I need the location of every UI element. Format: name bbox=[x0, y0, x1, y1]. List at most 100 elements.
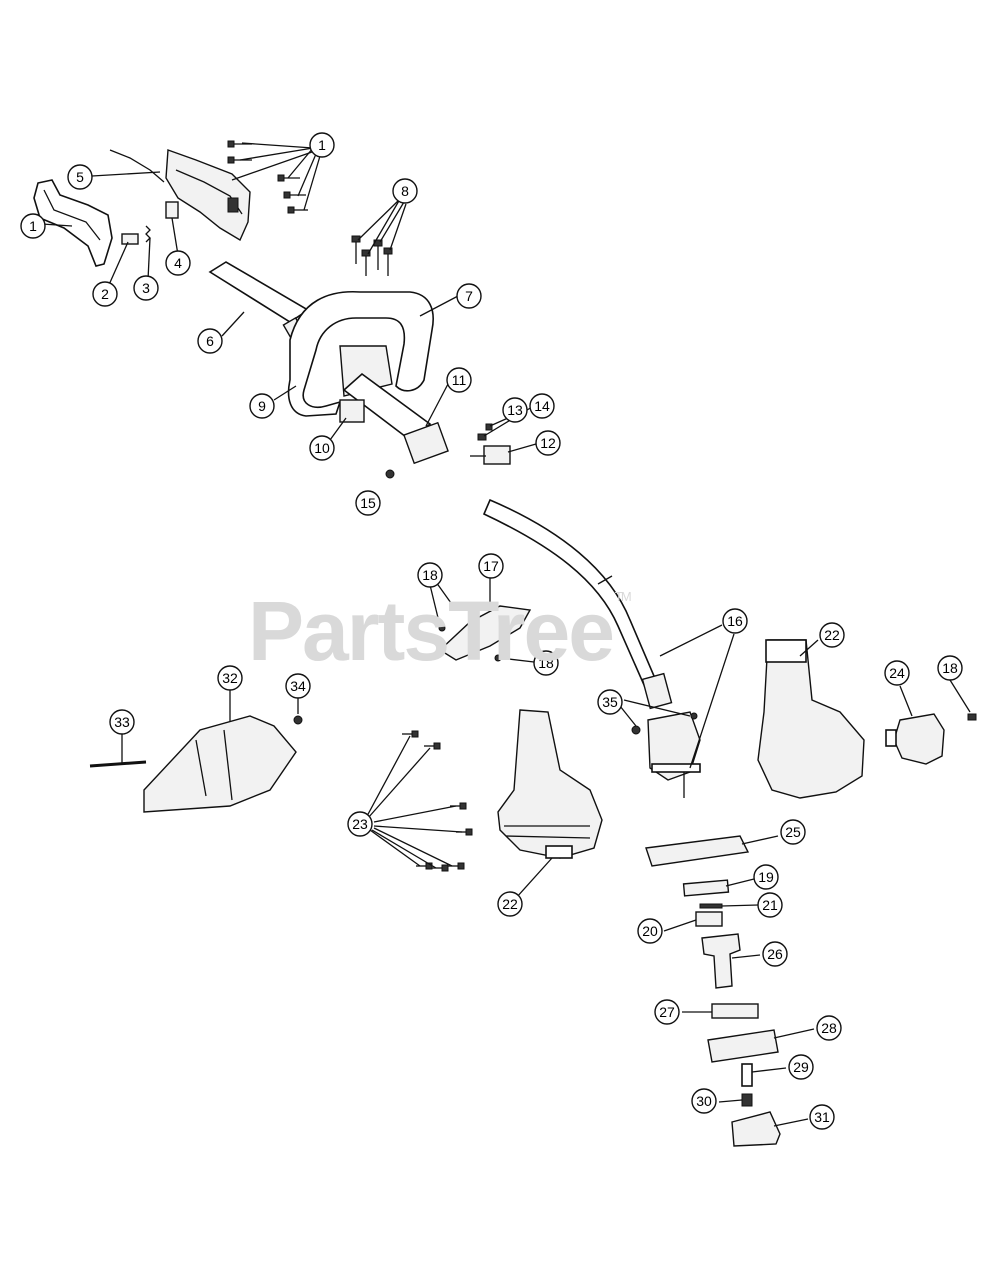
callout-19[interactable]: 19 bbox=[753, 864, 779, 890]
callout-label: 31 bbox=[814, 1109, 830, 1125]
callout-label: 33 bbox=[114, 714, 130, 730]
callout-32[interactable]: 32 bbox=[217, 665, 243, 691]
upper-handle-half-right bbox=[165, 149, 251, 242]
callout-7[interactable]: 7 bbox=[456, 283, 482, 309]
spring-29-part bbox=[741, 1063, 753, 1087]
screw-group-8 bbox=[351, 235, 393, 276]
callout-23[interactable]: 23 bbox=[347, 811, 373, 837]
callout-26[interactable]: 26 bbox=[762, 941, 788, 967]
callout-label: 21 bbox=[762, 897, 778, 913]
lower-tube bbox=[342, 372, 432, 442]
callout-label: 32 bbox=[222, 670, 238, 686]
callout-label: 16 bbox=[727, 613, 743, 629]
callout-label: 27 bbox=[659, 1004, 675, 1020]
callout-18-left[interactable]: 18 bbox=[417, 562, 443, 588]
curved-shaft bbox=[482, 498, 662, 695]
callout-label: 15 bbox=[360, 495, 376, 511]
callout-16[interactable]: 16 bbox=[722, 608, 748, 634]
callout-17[interactable]: 17 bbox=[478, 553, 504, 579]
callout-13[interactable]: 13 bbox=[502, 397, 528, 423]
callout-18-mid[interactable]: 18 bbox=[533, 650, 559, 676]
callout-label: 11 bbox=[452, 372, 467, 388]
callout-label: 5 bbox=[76, 169, 84, 185]
callout-1-upper[interactable]: 1 bbox=[309, 132, 335, 158]
callout-label: 29 bbox=[793, 1059, 809, 1075]
callout-label: 4 bbox=[174, 255, 182, 271]
callout-label: 34 bbox=[290, 678, 306, 694]
callouts: 1 1 2 3 4 5 6 7 8 9 10 11 12 13 14 15 16… bbox=[20, 132, 963, 1130]
callout-2[interactable]: 2 bbox=[92, 281, 118, 307]
callout-label: 20 bbox=[642, 923, 658, 939]
callout-label: 30 bbox=[696, 1093, 712, 1109]
callout-15[interactable]: 15 bbox=[355, 490, 381, 516]
callout-label: 10 bbox=[314, 440, 330, 456]
callout-1-left[interactable]: 1 bbox=[20, 213, 46, 239]
spool-washer-part bbox=[711, 1003, 759, 1019]
callout-label: 26 bbox=[767, 946, 783, 962]
clamp-part bbox=[339, 399, 365, 423]
callout-label: 6 bbox=[206, 333, 214, 349]
callout-6[interactable]: 6 bbox=[197, 328, 223, 354]
callout-4[interactable]: 4 bbox=[165, 250, 191, 276]
part-drawings bbox=[33, 140, 977, 1147]
callout-label: 18 bbox=[538, 655, 554, 671]
callout-label: 7 bbox=[465, 288, 473, 304]
callout-11[interactable]: 11 bbox=[446, 367, 472, 393]
callout-30[interactable]: 30 bbox=[691, 1088, 717, 1114]
spring-part bbox=[145, 225, 151, 243]
callout-label: 8 bbox=[401, 183, 409, 199]
callout-20[interactable]: 20 bbox=[637, 918, 663, 944]
callout-8[interactable]: 8 bbox=[392, 178, 418, 204]
callout-label: 13 bbox=[507, 402, 523, 418]
wire-part bbox=[109, 149, 165, 183]
screw-group-23 bbox=[402, 730, 473, 872]
callout-label: 12 bbox=[540, 435, 556, 451]
callout-label: 17 bbox=[483, 558, 499, 574]
callout-35[interactable]: 35 bbox=[597, 689, 623, 715]
callout-27[interactable]: 27 bbox=[654, 999, 680, 1025]
shaft-coupler bbox=[641, 672, 673, 710]
washer-part bbox=[699, 903, 723, 909]
callout-34[interactable]: 34 bbox=[285, 673, 311, 699]
callout-label: 22 bbox=[502, 896, 518, 912]
callout-25[interactable]: 25 bbox=[780, 819, 806, 845]
shield-guard bbox=[143, 715, 297, 813]
callout-5[interactable]: 5 bbox=[67, 164, 93, 190]
callout-label: 18 bbox=[942, 660, 958, 676]
spacer-part bbox=[682, 879, 730, 897]
callout-label: 23 bbox=[352, 816, 368, 832]
callout-18-right[interactable]: 18 bbox=[937, 655, 963, 681]
callout-28[interactable]: 28 bbox=[816, 1015, 842, 1041]
callout-29[interactable]: 29 bbox=[788, 1054, 814, 1080]
guard-rod bbox=[89, 760, 147, 768]
callout-31[interactable]: 31 bbox=[809, 1104, 835, 1130]
motor-housing-right bbox=[757, 639, 865, 799]
callout-label: 18 bbox=[422, 567, 438, 583]
spool-shaft-part bbox=[701, 933, 741, 989]
callout-22-center[interactable]: 22 bbox=[497, 891, 523, 917]
callout-33[interactable]: 33 bbox=[109, 709, 135, 735]
callout-12[interactable]: 12 bbox=[535, 430, 561, 456]
cover-part bbox=[645, 835, 750, 867]
knob-part bbox=[483, 445, 511, 465]
motor-housing-left bbox=[497, 709, 603, 859]
cap-part bbox=[731, 1111, 781, 1147]
guard-clip bbox=[438, 605, 532, 661]
callout-label: 19 bbox=[758, 869, 774, 885]
callout-22-right[interactable]: 22 bbox=[819, 622, 845, 648]
upper-tube bbox=[208, 261, 310, 323]
callout-24[interactable]: 24 bbox=[884, 660, 910, 686]
callout-label: 24 bbox=[889, 665, 905, 681]
callout-9[interactable]: 9 bbox=[249, 393, 275, 419]
assist-handle bbox=[287, 290, 434, 417]
callout-label: 1 bbox=[318, 137, 326, 153]
callout-10[interactable]: 10 bbox=[309, 435, 335, 461]
callout-3[interactable]: 3 bbox=[133, 275, 159, 301]
callout-21[interactable]: 21 bbox=[757, 892, 783, 918]
callout-14[interactable]: 14 bbox=[529, 393, 555, 419]
bearing-part bbox=[695, 911, 723, 927]
callout-label: 9 bbox=[258, 398, 266, 414]
callout-label: 28 bbox=[821, 1020, 837, 1036]
callout-label: 3 bbox=[142, 280, 150, 296]
